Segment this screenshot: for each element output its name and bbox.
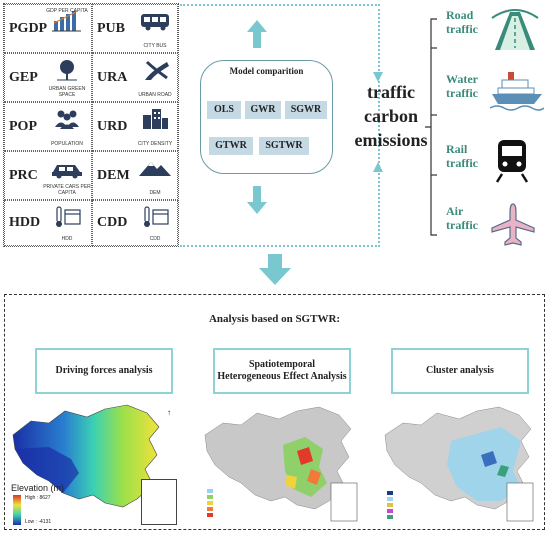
panel-spatiotemporal: Spatiotemporal Heterogeneous Effect Anal… — [213, 348, 351, 394]
variable-code: CDD — [97, 215, 128, 230]
panel-cluster: Cluster analysis — [391, 348, 529, 394]
variable-cell-pop: POP POPULATION — [4, 102, 92, 151]
variable-cell-ura: URA URBAN ROAD — [92, 53, 178, 102]
south-china-sea-inset — [141, 479, 177, 525]
arrow-down-large-icon — [259, 254, 291, 285]
variable-cell-urd: URD CITY DENSITY — [92, 102, 178, 151]
variable-caption: CITY DENSITY — [137, 141, 173, 147]
variable-caption: URBAN ROAD — [138, 92, 172, 98]
car-icon — [52, 165, 82, 179]
variable-cell-dem: DEM DEM — [92, 151, 178, 200]
panel-label: Driving forces analysis — [55, 365, 153, 376]
method-sgwr: SGWR — [285, 101, 327, 119]
arrow-up-icon — [247, 20, 267, 48]
variable-caption: POPULATION — [51, 141, 83, 147]
elevation-low: Low : -4131 — [25, 519, 52, 525]
model-title: Model comparition — [229, 66, 304, 76]
variable-cell-pub: PUB CITY BUS — [92, 4, 178, 53]
traffic-label-water: Water traffic — [446, 72, 478, 100]
method-gtwr: GTWR — [209, 137, 253, 155]
arrow-down-icon — [247, 186, 267, 214]
variable-cell-hdd: HDD HDD — [4, 200, 92, 246]
ship-icon — [490, 72, 544, 111]
variable-caption: URBAN GREEN SPACE — [48, 86, 86, 98]
variable-grid: PGDP GDP PER CAPITA PUB CITY BUS GEP URB… — [3, 3, 179, 247]
traffic-label-air: Air traffic — [446, 204, 478, 232]
analysis-section: Analysis based on SGTWR: Driving forces … — [4, 294, 545, 530]
elevation-legend-bar — [13, 495, 21, 525]
mountain-icon — [139, 162, 171, 176]
road-icon — [145, 60, 169, 80]
variable-cell-pgdp: PGDP GDP PER CAPITA — [4, 4, 92, 53]
panel-label: Spatiotemporal Heterogeneous Effect Anal… — [217, 359, 347, 382]
road-icon — [491, 9, 539, 50]
cluster-map — [384, 406, 534, 522]
method-ols: OLS — [207, 101, 241, 119]
buildings-icon — [143, 109, 168, 129]
china-elevation-map: ↑ — [12, 404, 171, 508]
variable-code: DEM — [97, 167, 130, 183]
panel-driving-forces: Driving forces analysis — [35, 348, 173, 394]
method-gwr: GWR — [245, 101, 281, 119]
variable-caption: CDD — [149, 236, 161, 242]
variable-caption: HDD — [61, 236, 73, 242]
analysis-title: Analysis based on SGTWR: — [208, 313, 341, 325]
variable-code: PUB — [97, 20, 125, 36]
model-comparison-box: Model comparition OLS GWR SGWR GTWR SGTW… — [200, 60, 333, 174]
variable-code: PGDP — [9, 20, 48, 36]
traffic-label-rail: Rail traffic — [446, 142, 478, 170]
connector-frame — [180, 4, 380, 247]
bar-chart-icon — [52, 11, 81, 32]
svg-text:↑: ↑ — [167, 408, 171, 417]
variable-caption: CITY BUS — [143, 43, 167, 49]
tree-icon — [57, 60, 77, 81]
variable-code: GEP — [9, 69, 38, 85]
bus-icon — [141, 14, 169, 31]
target-title: traffic carbon emissions — [354, 82, 428, 150]
variable-code: URA — [97, 69, 128, 85]
variable-code: POP — [9, 118, 37, 134]
variable-cell-gep: GEP URBAN GREEN SPACE — [4, 53, 92, 102]
variable-code: PRC — [9, 167, 38, 183]
method-sgtwr: SGTWR — [259, 137, 309, 155]
variable-code: HDD — [9, 215, 41, 230]
train-icon — [495, 140, 529, 183]
variable-cell-cdd: CDD CDD — [92, 200, 178, 246]
arrow-down-small-icon — [373, 72, 383, 82]
traffic-label-road: Road traffic — [446, 8, 478, 36]
bracket — [425, 18, 437, 236]
variable-caption: DEM — [149, 190, 161, 196]
elevation-label: Elevation (m) — [11, 483, 65, 493]
airplane-icon — [491, 203, 535, 246]
panel-label: Cluster analysis — [426, 365, 494, 376]
variable-caption: GDP PER CAPITA — [46, 8, 88, 14]
variable-caption: PRIVATE CARS PER CAPITA — [43, 184, 91, 196]
elevation-high: High : 8627 — [25, 495, 51, 501]
thermometer-calendar-icon — [56, 206, 81, 227]
arrow-up-small-icon — [373, 162, 383, 172]
elevation-map: ↑ Elevation (m) High : 8627 Low : -4131 — [9, 403, 181, 527]
variable-code: URD — [97, 118, 128, 134]
variable-cell-prc: PRC PRIVATE CARS PER CAPITA — [4, 151, 92, 200]
people-icon — [55, 110, 79, 129]
spatiotemporal-map — [204, 406, 358, 522]
thermometer-calendar-icon — [144, 206, 169, 227]
